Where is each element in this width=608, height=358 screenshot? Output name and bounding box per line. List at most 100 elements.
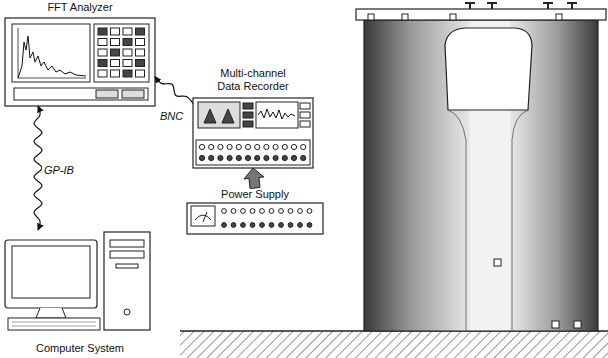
ground-hatch (180, 331, 608, 358)
terminal (288, 209, 293, 214)
bnc-jack (245, 144, 250, 149)
pier-opening (445, 28, 532, 110)
device-button (243, 112, 253, 118)
device-button (136, 60, 145, 67)
terminal (241, 209, 246, 214)
spectrum-trace (18, 36, 86, 78)
device-buttons (98, 28, 145, 77)
terminal (260, 209, 265, 214)
screen-axes (18, 28, 86, 78)
power-supply-device (187, 203, 323, 234)
terminal (298, 209, 303, 214)
drive-bay (110, 251, 144, 258)
terminal (279, 209, 284, 214)
terminal (250, 223, 255, 228)
sensor (450, 14, 456, 20)
connection-label: GP-IB (42, 164, 76, 177)
device-button (243, 103, 253, 109)
terminal (279, 223, 284, 228)
device-label: Power Supply (187, 188, 323, 201)
bnc-jack (301, 155, 306, 160)
device-screen (256, 102, 298, 128)
terminal (250, 209, 255, 214)
device-button (98, 70, 107, 77)
keys (12, 322, 96, 326)
terminal (269, 209, 274, 214)
data-recorder: Multi-channel Data Recorder (193, 67, 313, 168)
terminal (288, 223, 293, 228)
sensor (494, 259, 501, 266)
device-strip (14, 88, 148, 100)
button-panel (94, 24, 149, 82)
device-button (300, 103, 310, 109)
bnc-jack (218, 155, 223, 160)
meter-needle (195, 212, 211, 222)
device-button (98, 60, 107, 67)
device-button (122, 90, 144, 98)
fft-analyzer-device (5, 18, 155, 106)
power-arrow (244, 168, 264, 188)
sensor (556, 14, 562, 20)
bridge-pier (356, 3, 606, 331)
screen-symbols (204, 109, 234, 123)
bnc-jack (291, 155, 296, 160)
monitor (5, 240, 97, 308)
bnc-jack (255, 155, 260, 160)
device-button (123, 60, 132, 67)
device-button (123, 49, 132, 56)
device-case (187, 203, 323, 234)
device-button (123, 28, 132, 35)
bnc-jack (255, 144, 260, 149)
power-button (124, 309, 130, 315)
pier-edge (448, 110, 466, 331)
bnc-jack (199, 155, 204, 160)
terminal (269, 223, 274, 228)
ground (180, 331, 608, 358)
device-button (136, 49, 145, 56)
signal-link (34, 106, 42, 230)
bnc-jack (273, 144, 278, 149)
bnc-jack (301, 144, 306, 149)
terminal (241, 223, 246, 228)
bnc-jack (227, 155, 232, 160)
bridge-deck (356, 9, 606, 20)
drive-bay (110, 240, 144, 247)
device-button (98, 28, 107, 35)
connection-label: BNC (158, 110, 185, 123)
tower-case (104, 232, 150, 330)
terminal (231, 223, 236, 228)
device-screen (12, 24, 90, 82)
sensor (574, 321, 581, 328)
device-button (136, 70, 145, 77)
bnc-jacks (199, 144, 305, 160)
power-supply: Power Supply (187, 188, 323, 234)
device-button (111, 39, 120, 46)
computer-system: Computer System (5, 230, 155, 356)
fft-analyzer: FFT Analyzer (5, 1, 155, 106)
label-group: Power Supply (187, 188, 323, 201)
device-button (111, 60, 120, 67)
bnc-jack (227, 144, 232, 149)
connector-panel (196, 140, 310, 165)
signal-link (155, 77, 193, 104)
terminals (222, 209, 312, 228)
meter (191, 206, 215, 226)
device-button (136, 28, 145, 35)
bnc-jack (199, 144, 204, 149)
bnc-jack (273, 155, 278, 160)
pier-edge (512, 110, 528, 331)
label-group: Computer System (5, 342, 155, 355)
device-button (123, 39, 132, 46)
bnc-jack (209, 155, 214, 160)
device-button (96, 90, 118, 98)
label-group: FFT Analyzer (5, 1, 155, 14)
device-button (111, 49, 120, 56)
device-label: Computer System (5, 342, 155, 355)
device-buttons (243, 103, 310, 127)
device-case (5, 18, 155, 106)
bnc-jack (291, 144, 296, 149)
bnc-jack (209, 144, 214, 149)
